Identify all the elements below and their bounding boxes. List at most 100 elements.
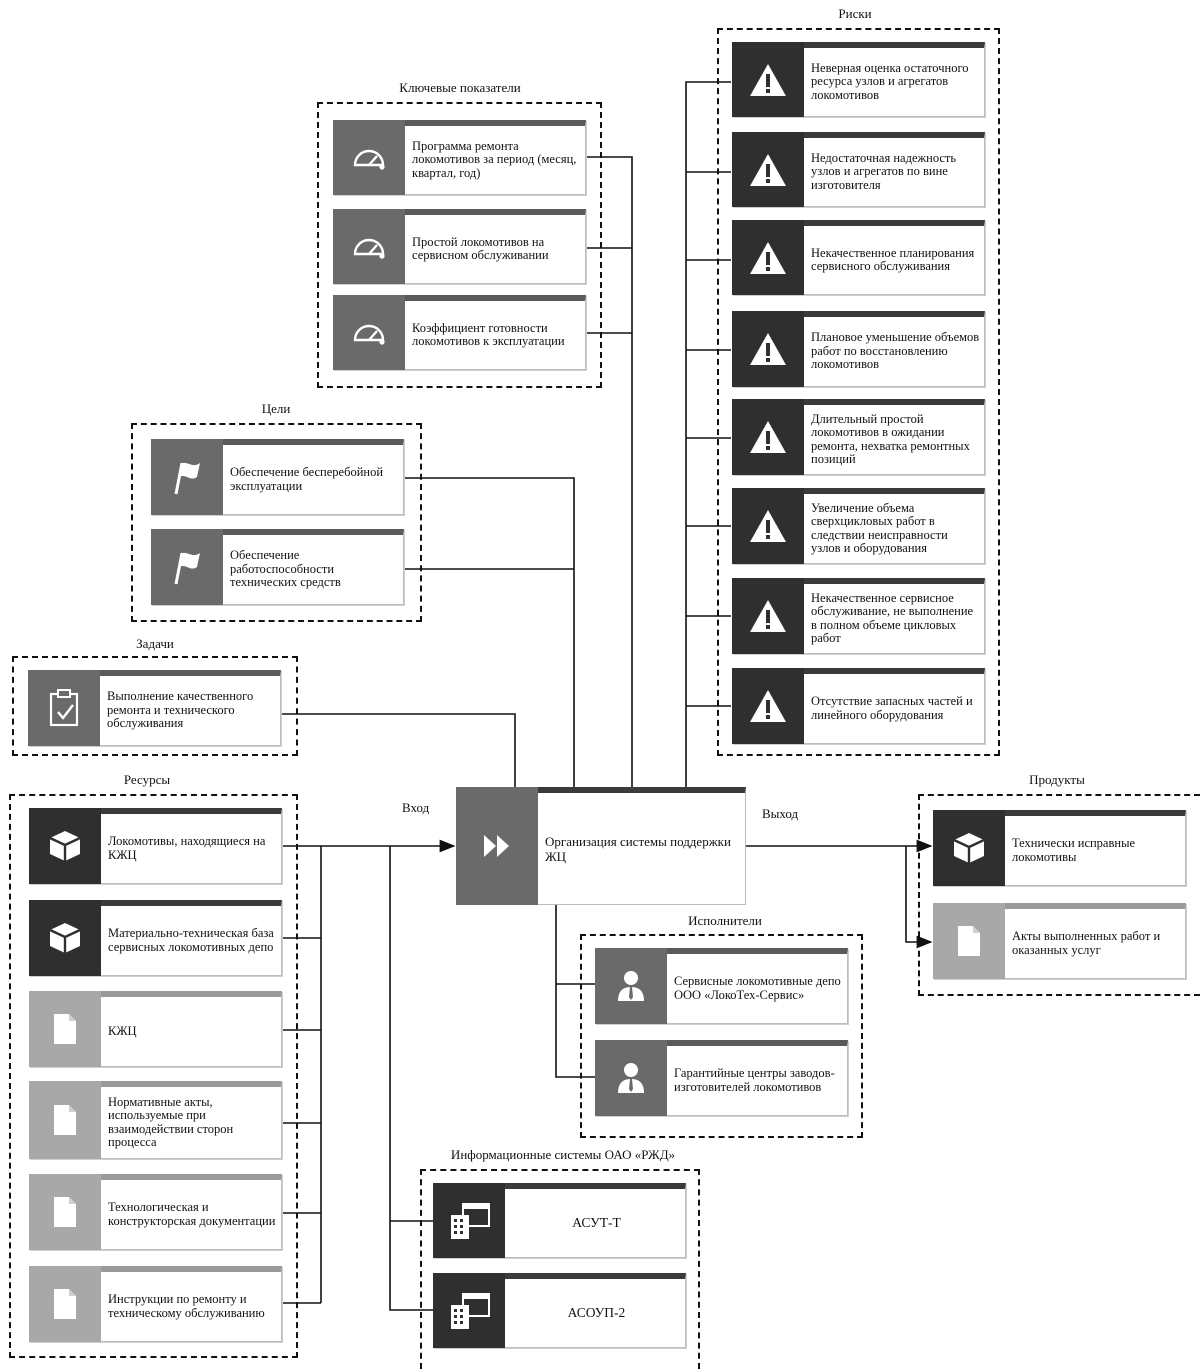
clipboard-check-icon: [28, 670, 100, 746]
risk-card: Некачественное сервисное обслуживание, н…: [732, 578, 985, 654]
resource-text: КЖЦ: [108, 1023, 137, 1038]
box-icon: [933, 810, 1005, 886]
resource-text: Локомотивы, находящиеся на КЖЦ: [108, 834, 266, 862]
warning-icon: [732, 488, 804, 564]
risk-text: Плановое уменьшение объемов работ по вос…: [811, 330, 980, 372]
kpi-group: [317, 102, 602, 388]
warning-icon: [732, 399, 804, 475]
kpi-group-title: Ключевые показатели: [399, 80, 521, 95]
resource-card: КЖЦ: [29, 991, 282, 1067]
gauge-icon: [333, 209, 405, 284]
infosys-card: АСУТ-Т: [433, 1183, 686, 1258]
product-card: Акты выполненных работ и оказанных услуг: [933, 903, 1186, 979]
document-icon: [29, 1081, 101, 1159]
goal-card: Обеспечение работоспособности технически…: [151, 529, 404, 605]
input-label: Вход: [402, 800, 430, 815]
box-icon: [29, 808, 101, 884]
kpi-card: Простой локомотивов на сервисном обслужи…: [333, 209, 586, 284]
tasks-group: [12, 656, 298, 756]
executors-group-title: Исполнители: [688, 913, 762, 928]
infosys-card: АСОУП-2: [433, 1273, 686, 1348]
risk-text: Увеличение объема сверхцикловых работ в …: [811, 500, 948, 555]
kpi-text: Простой локомотивов на сервисном обслужи…: [412, 234, 549, 262]
warning-icon: [732, 311, 804, 387]
kpi-card: Коэффициент готовности локомотивов к экс…: [333, 295, 586, 370]
products-group-title: Продукты: [1029, 772, 1085, 787]
process-title: Организация системы поддержки ЖЦ: [545, 833, 731, 864]
kpi-text: Коэффициент готовности локомотивов к экс…: [412, 320, 565, 348]
risk-text: Отсутствие запасных частей и линейного о…: [811, 694, 973, 722]
executor-card: Гарантийные центры заводов-изготовителей…: [595, 1040, 848, 1116]
risk-card: Некачественное планирования сервисного о…: [732, 220, 985, 295]
warning-icon: [732, 220, 804, 295]
gauge-icon: [333, 120, 405, 195]
document-icon: [29, 991, 101, 1067]
risk-card: Отсутствие запасных частей и линейного о…: [732, 668, 985, 744]
output-label: Выход: [762, 806, 799, 821]
person-icon: [595, 1040, 667, 1116]
warning-icon: [732, 42, 804, 117]
infosys-group-title: Информационные системы ОАО «РЖД»: [450, 1147, 676, 1162]
warning-icon: [732, 132, 804, 207]
document-icon: [933, 903, 1005, 979]
resource-card: Технологическая и конструкторская докуме…: [29, 1174, 282, 1250]
risk-text: Длительный простой локомотивов в ожидани…: [811, 411, 970, 466]
kpi-text: Программа ремонта локомотивов за период …: [412, 138, 577, 180]
warning-icon: [732, 578, 804, 654]
gauge-icon: [333, 295, 405, 370]
task-card: Выполнение качественного ремонта и техни…: [28, 670, 281, 746]
goal-text: Обеспечение работоспособности технически…: [230, 548, 341, 590]
resources-group-title: Ресурсы: [123, 772, 171, 787]
document-icon: [29, 1266, 101, 1342]
risk-card: Увеличение объема сверхцикловых работ в …: [732, 488, 985, 564]
resource-text: Технологическая и конструкторская докуме…: [108, 1200, 276, 1228]
box-icon: [29, 900, 101, 976]
risk-card: Длительный простой локомотивов в ожидани…: [732, 399, 985, 475]
risks-group-title: Риски: [838, 6, 872, 21]
resources-group: [9, 794, 298, 1358]
risk-text: Недостаточная надежность узлов и агрегат…: [811, 150, 957, 192]
process-box: Организация системы поддержки ЖЦ: [456, 787, 746, 905]
resource-text: Инструкции по ремонту и техническому обс…: [108, 1292, 265, 1320]
resource-card: Нормативные акты, используемые при взаим…: [29, 1081, 282, 1159]
risks-group: [717, 28, 1000, 756]
product-text: Акты выполненных работ и оказанных услуг: [1012, 929, 1161, 957]
buildings-window-icon: [433, 1183, 505, 1258]
fast-forward-icon: [456, 787, 538, 905]
products-group: [918, 794, 1200, 996]
infosys-text: АСУТ-Т: [572, 1215, 621, 1231]
goals-group-title: Цели: [261, 401, 291, 416]
risk-card: Плановое уменьшение объемов работ по вос…: [732, 311, 985, 387]
goals-group: [131, 423, 422, 622]
executors-group: [580, 934, 863, 1138]
risk-text: Некачественное планирования сервисного о…: [811, 245, 975, 273]
kpi-card: Программа ремонта локомотивов за период …: [333, 120, 586, 195]
resource-card: Локомотивы, находящиеся на КЖЦ: [29, 808, 282, 884]
goal-text: Обеспечение бесперебойной эксплуатации: [230, 465, 384, 493]
product-text: Технически исправные локомотивы: [1012, 836, 1136, 864]
executor-text: Сервисные локомотивные депо ООО «ЛокоТех…: [674, 974, 841, 1002]
risk-card: Неверная оценка остаточного ресурса узло…: [732, 42, 985, 117]
risk-text: Неверная оценка остаточного ресурса узло…: [811, 60, 969, 102]
flag-icon: [151, 529, 223, 605]
buildings-window-icon: [433, 1273, 505, 1348]
document-icon: [29, 1174, 101, 1250]
goal-card: Обеспечение бесперебойной эксплуатации: [151, 439, 404, 515]
task-text: Выполнение качественного ремонта и техни…: [107, 689, 254, 731]
product-card: Технически исправные локомотивы: [933, 810, 1186, 886]
risk-card: Недостаточная надежность узлов и агрегат…: [732, 132, 985, 207]
resource-text: Нормативные акты, используемые при взаим…: [108, 1094, 234, 1149]
risk-text: Некачественное сервисное обслуживание, н…: [811, 590, 974, 645]
resource-card: Материально-техническая база сервисных л…: [29, 900, 282, 976]
flag-icon: [151, 439, 223, 515]
tasks-group-title: Задачи: [136, 636, 174, 651]
executor-text: Гарантийные центры заводов-изготовителей…: [674, 1066, 835, 1094]
infosys-text: АСОУП-2: [567, 1305, 626, 1321]
resource-text: Материально-техническая база сервисных л…: [108, 926, 274, 954]
infosys-group: [420, 1169, 700, 1369]
warning-icon: [732, 668, 804, 744]
person-icon: [595, 948, 667, 1024]
resource-card: Инструкции по ремонту и техническому обс…: [29, 1266, 282, 1342]
executor-card: Сервисные локомотивные депо ООО «ЛокоТех…: [595, 948, 848, 1024]
